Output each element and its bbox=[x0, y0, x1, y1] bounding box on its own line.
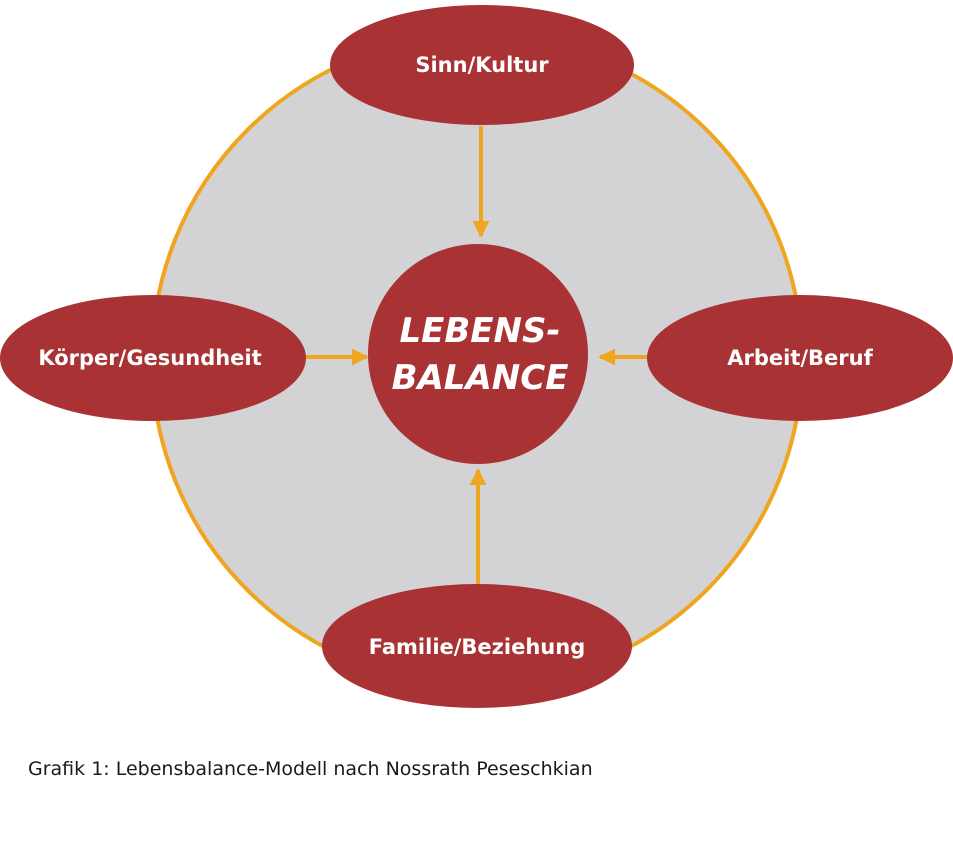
figure-caption: Grafik 1: Lebensbalance-Modell nach Noss… bbox=[28, 758, 593, 780]
node-bottom bbox=[322, 584, 632, 708]
node-left bbox=[0, 295, 306, 421]
center-label-line2: BALANCE bbox=[392, 358, 569, 398]
center-label-line1: LEBENS- bbox=[399, 311, 560, 351]
node-right-label: Arbeit/Beruf bbox=[727, 346, 873, 370]
center-node bbox=[368, 244, 588, 464]
node-right bbox=[647, 295, 953, 421]
node-top-label: Sinn/Kultur bbox=[415, 53, 549, 77]
node-bottom-label: Familie/Beziehung bbox=[369, 635, 585, 659]
node-left-label: Körper/Gesundheit bbox=[38, 346, 261, 370]
node-top bbox=[330, 5, 634, 125]
